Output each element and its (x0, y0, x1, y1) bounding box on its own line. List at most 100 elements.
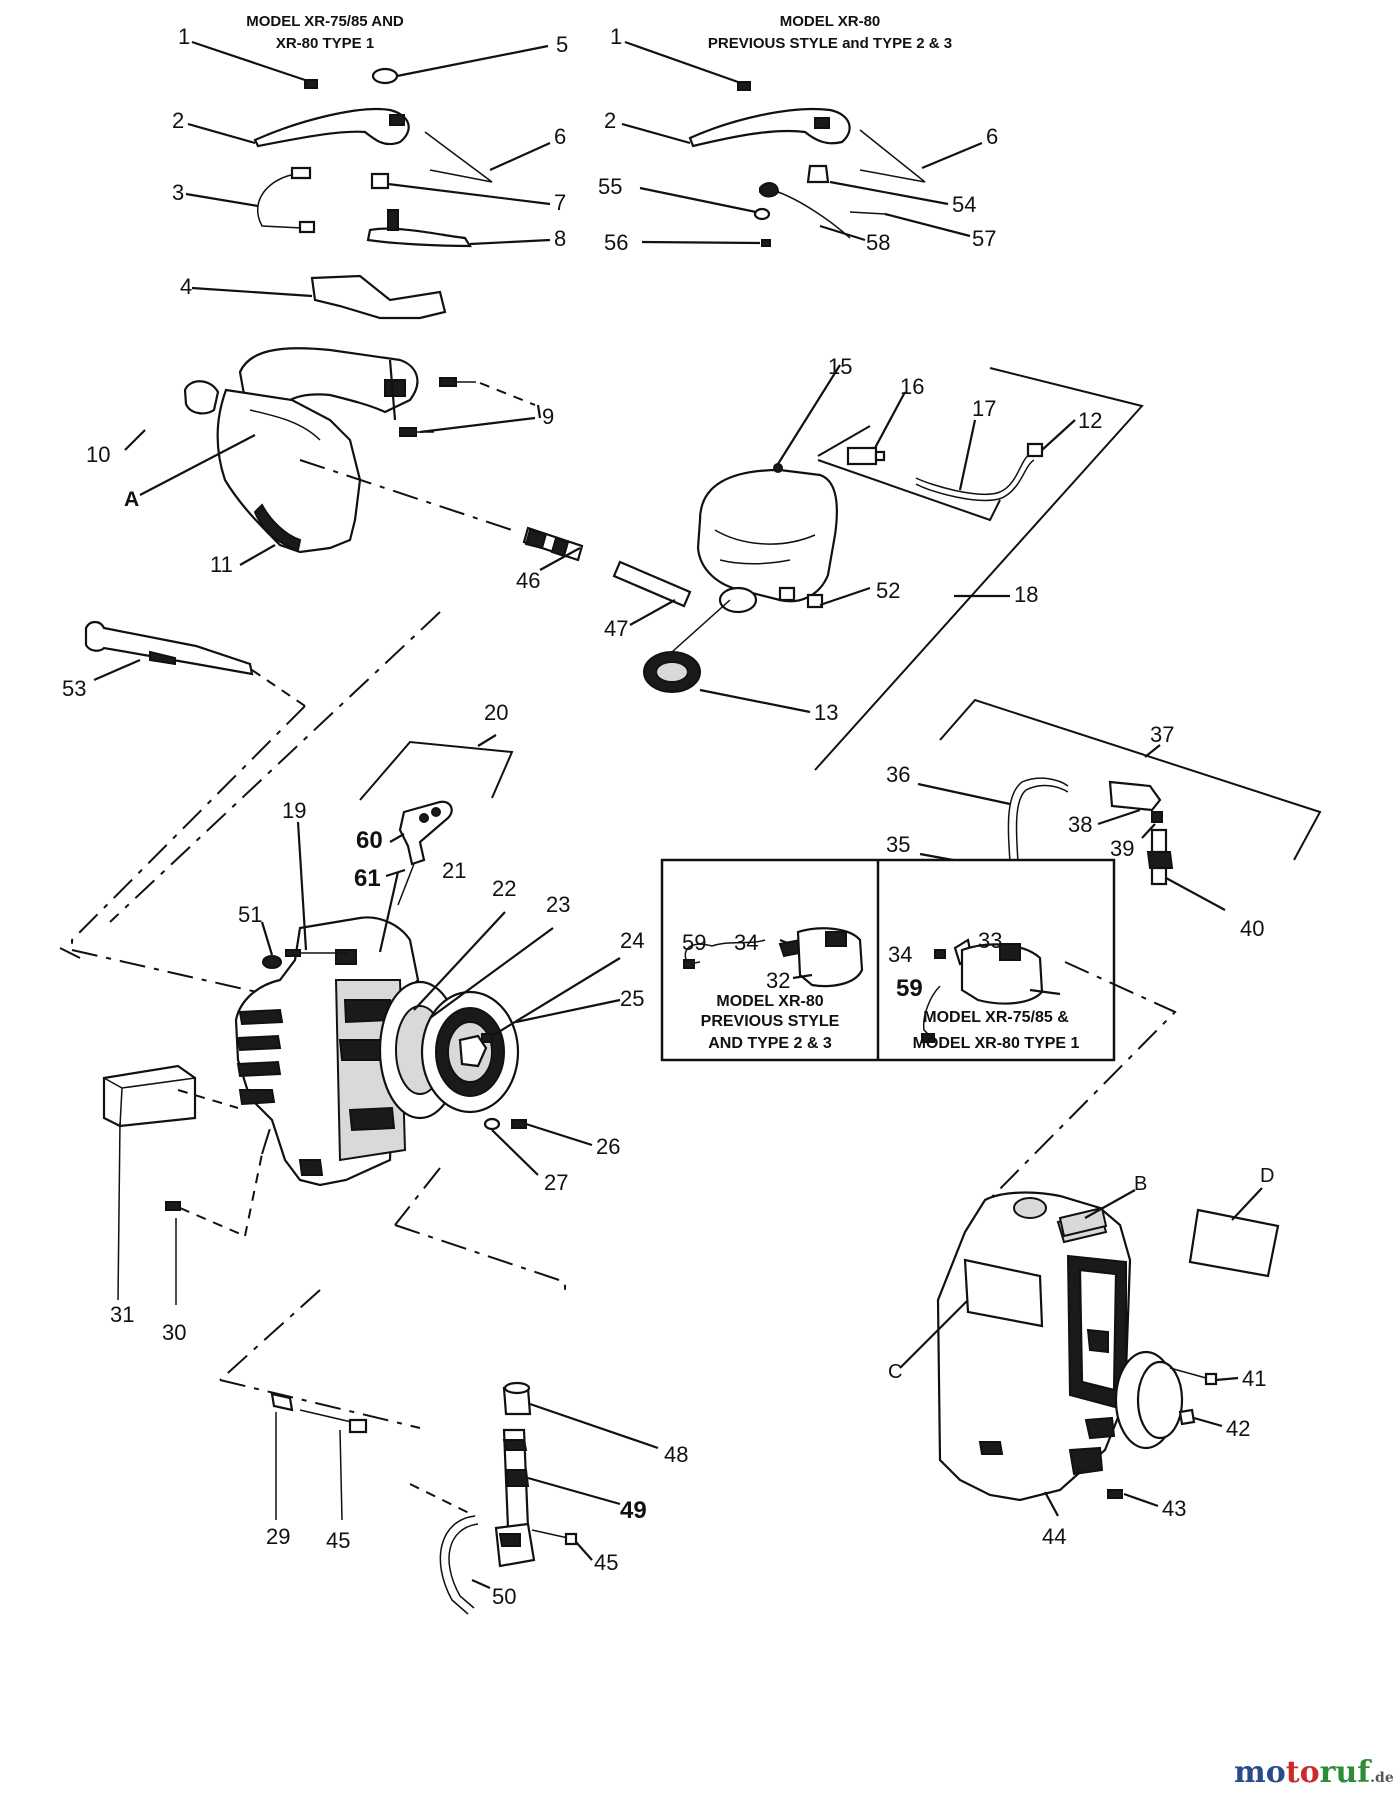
callout-58: 58 (866, 230, 890, 255)
callout-27: 27 (544, 1170, 568, 1195)
callout-56: 56 (604, 230, 628, 255)
part-wire-57-58 (759, 182, 971, 242)
part-washer-51 (260, 921, 282, 969)
axis-line-top (299, 459, 519, 533)
callout-45a: 45 (326, 1528, 350, 1553)
leader-25 (515, 998, 621, 1024)
lower-bracket (219, 1167, 566, 1429)
callout-49: 49 (620, 1497, 647, 1524)
part-spring-6b (859, 129, 983, 183)
part-trigger-2a (187, 107, 410, 148)
callout-60: 60 (356, 827, 383, 854)
header-left: MODEL XR-75/85 AND XR-80 TYPE 1 (246, 13, 404, 52)
part-bushing-48 (502, 1381, 659, 1450)
callout-13: 13 (814, 700, 838, 725)
part-washer-27 (483, 1117, 539, 1176)
part-cord-61 (385, 863, 415, 906)
callout-A: A (124, 488, 139, 511)
callout-25: 25 (620, 986, 644, 1011)
header-left-line2: XR-80 TYPE 1 (276, 35, 374, 52)
part-screws-9 (399, 377, 542, 437)
part-washer-55 (639, 186, 771, 221)
dash-engine-upper (71, 705, 306, 950)
callout-50: 50 (492, 1584, 516, 1609)
dash-housing (984, 961, 1177, 1205)
callout-6b: 6 (986, 124, 998, 149)
callout-61: 61 (354, 865, 381, 892)
callout-46: 46 (516, 568, 540, 593)
part-wire-3 (185, 166, 316, 234)
part-clip-7 (370, 172, 551, 206)
part-screw-1a (191, 40, 318, 89)
callout-D: D (1260, 1165, 1274, 1187)
header-right-line2: PREVIOUS STYLE and TYPE 2 & 3 (708, 35, 952, 52)
callout-53: 53 (62, 676, 86, 701)
part-pin-29 (270, 1392, 294, 1520)
part-plate-4 (191, 274, 447, 320)
part-knob-10 (124, 380, 220, 451)
dash-engine-lower (71, 949, 293, 1001)
callout-44: 44 (1042, 1524, 1066, 1549)
watermark-mo: mo (1234, 1755, 1286, 1790)
leader-11 (239, 544, 276, 566)
svg-text:motoruf.de: motoruf.de (1234, 1755, 1394, 1790)
part-screw-45b (531, 1529, 593, 1561)
part-fuel-line-17 (915, 419, 1035, 502)
callout-29: 29 (266, 1524, 290, 1549)
part-screw-45a (299, 1409, 368, 1521)
part-label-B (1058, 1189, 1136, 1238)
leader-22 (413, 911, 506, 1011)
part-label-C (899, 1299, 969, 1369)
callout-2a: 2 (172, 108, 184, 133)
part-shaft-53 (84, 620, 306, 707)
callout-12: 12 (1078, 408, 1102, 433)
callout-1a: 1 (178, 24, 190, 49)
part-screw-30 (165, 1153, 263, 1305)
part-screw-43 (1107, 1489, 1159, 1508)
callout-5: 5 (556, 32, 568, 57)
callout-39: 39 (1110, 836, 1134, 861)
dash-engine-left (59, 947, 81, 959)
part-screw-42 (1178, 1408, 1223, 1428)
part-screw-1b (624, 40, 751, 91)
callout-38: 38 (1068, 812, 1092, 837)
callout-C: C (888, 1361, 902, 1383)
part-nut-56 (641, 239, 771, 247)
callout-51: 51 (238, 902, 262, 927)
part-screw-24 (481, 957, 621, 1043)
callout-55: 55 (598, 174, 622, 199)
header-left-line1: MODEL XR-75/85 AND (246, 13, 404, 30)
inset-left-line1: MODEL XR-80 (716, 993, 823, 1010)
callout-22: 22 (492, 876, 516, 901)
callout-B: B (1134, 1173, 1147, 1195)
callout-54: 54 (952, 192, 976, 217)
leader-A (139, 434, 256, 496)
part-tube-47 (612, 560, 692, 626)
inset-right-line2: MODEL XR-80 TYPE 1 (913, 1035, 1080, 1052)
inset-left-line3: AND TYPE 2 & 3 (708, 1035, 832, 1052)
callout-35: 35 (886, 832, 910, 857)
dash-engine-bottom (261, 1121, 273, 1155)
part-plug-40 (1146, 828, 1226, 911)
callout-20: 20 (484, 700, 508, 725)
part-shaft-49 (494, 1428, 621, 1568)
part-screw-19 (285, 821, 348, 957)
part-block-31 (102, 1064, 239, 1301)
part-housing-44 (936, 1191, 1184, 1517)
part-tube-46 (522, 526, 584, 571)
part-screw-26 (511, 1119, 593, 1147)
watermark-ruf: ruf (1320, 1755, 1373, 1790)
callout-59a: 59 (682, 930, 706, 955)
callout-59b: 59 (896, 975, 923, 1002)
callout-15: 15 (828, 354, 852, 379)
watermark-de: .de (1370, 1770, 1394, 1786)
part-cable-54 (806, 164, 949, 206)
air-filter-bracket-18 (814, 367, 1144, 771)
callout-3: 3 (172, 180, 184, 205)
callout-19: 19 (282, 798, 306, 823)
part-screw-41 (1169, 1367, 1239, 1386)
callout-10: 10 (86, 442, 110, 467)
callout-43: 43 (1162, 1496, 1186, 1521)
